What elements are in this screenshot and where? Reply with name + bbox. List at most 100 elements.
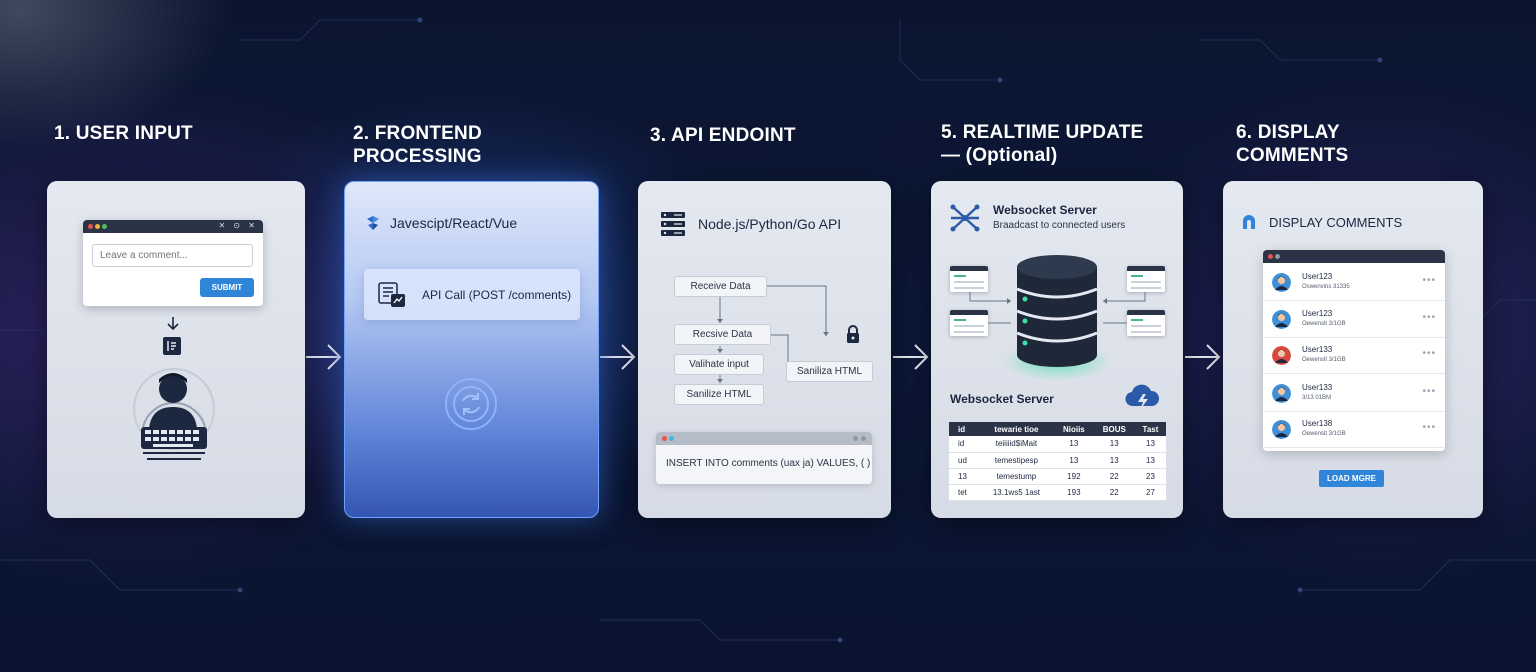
comments-titlebar — [1263, 250, 1445, 263]
framework-logo-icon — [367, 216, 379, 230]
api-header-label: Node.js/Python/Go API — [698, 216, 842, 232]
table-cell: 13 — [1134, 452, 1166, 469]
avatar — [1272, 273, 1291, 292]
step-title-display-comments: 6. DISPLAY COMMENTS — [1236, 122, 1349, 166]
minimize-dot-icon — [1275, 254, 1280, 259]
more-options-icon[interactable]: ••• — [1422, 422, 1436, 433]
table-cell: id — [949, 436, 979, 453]
sql-query-text: INSERT INTO comments (uax ja) VALUES, ( … — [666, 458, 871, 469]
avatar — [1272, 310, 1291, 329]
flow-step-validate-input: Valihate input — [674, 354, 764, 375]
table-header-row: id tewarie tioe Nioiis BOUS Tast — [949, 422, 1166, 436]
server-icon — [661, 212, 685, 236]
client-screen-icon — [1127, 266, 1165, 292]
comment-username: User123 — [1302, 309, 1333, 318]
display-header: DISPLAY COMMENTS — [1241, 214, 1402, 230]
api-endpoint-card: Node.js/Python/Go API Receive Data Recsi… — [638, 181, 891, 518]
more-options-icon[interactable]: ••• — [1422, 312, 1436, 323]
table-cell: 13 — [1134, 436, 1166, 453]
close-dot-icon — [1268, 254, 1273, 259]
comment-input[interactable] — [92, 244, 253, 267]
table-header-cell: id — [949, 422, 979, 436]
flow-arrow-icon — [1185, 344, 1221, 370]
document-icon — [163, 337, 181, 355]
display-header-label: DISPLAY COMMENTS — [1269, 214, 1403, 230]
table-header-cell: tewarie tioe — [978, 422, 1055, 436]
avatar — [1272, 346, 1291, 365]
more-options-icon[interactable]: ••• — [1422, 348, 1436, 359]
table-cell: 22 — [1093, 484, 1135, 501]
table-header-cell: BOUS — [1093, 422, 1135, 436]
table-row: ud temestipesp 13 13 13 — [949, 452, 1166, 469]
api-call-label: API Call (POST /comments) — [422, 287, 572, 302]
sync-icon — [445, 378, 497, 430]
client-screen-icon — [950, 266, 988, 292]
websocket-subtitle: Braadcast to connected users — [993, 220, 1126, 231]
option-dot-icon — [861, 436, 866, 441]
flow-arrow-icon — [306, 344, 342, 370]
step-title-frontend-processing: 2. FRONTEND PROCESSING — [353, 123, 482, 167]
close-dot-icon — [662, 436, 667, 441]
comment-meta: 3/13 01BM — [1302, 395, 1332, 401]
table-cell: 22 — [1093, 468, 1135, 485]
cloud-lightning-icon — [1125, 384, 1160, 410]
table-cell: temestipesp — [978, 452, 1055, 469]
submit-button[interactable]: SUBMIT — [200, 278, 254, 297]
list-item[interactable]: User133 3/13 01BM ••• — [1263, 376, 1445, 412]
client-screen-icon — [950, 310, 988, 336]
table-cell: 13 — [1054, 436, 1094, 453]
flow-arrow-icon — [600, 344, 636, 370]
table-cell: 23 — [1134, 468, 1166, 485]
comment-username: User123 — [1302, 272, 1333, 281]
load-more-button[interactable]: LOAD MGRE — [1319, 470, 1384, 487]
comment-meta: Oswenvins 31335 — [1302, 284, 1350, 290]
maximize-dot-icon — [102, 224, 107, 229]
client-screen-icon — [1127, 310, 1165, 336]
user-typing-icon — [133, 368, 215, 460]
table-row: tet 13.1ws5 1ast 193 22 27 — [949, 484, 1166, 501]
broadcast-connectors — [969, 292, 1146, 324]
comment-form-window: ✕ ⊙ ✕ SUBMIT — [83, 220, 263, 306]
more-options-icon[interactable]: ••• — [1422, 275, 1436, 286]
table-cell: 27 — [1134, 484, 1166, 501]
comment-meta: Oewenslt 3/1GB — [1302, 431, 1346, 437]
table-cell: 13.1ws5 1ast — [978, 484, 1055, 501]
comment-username: User133 — [1302, 383, 1333, 392]
table-cell: 13 — [1054, 452, 1094, 469]
table-cell: tet — [949, 484, 979, 501]
websocket-table: id tewarie tioe Nioiis BOUS Tast id teii… — [949, 422, 1166, 501]
api-header: Node.js/Python/Go API — [660, 211, 841, 237]
realtime-update-card: Websocket Server Braadcast to connected … — [931, 181, 1183, 518]
step-title-user-input: 1. USER INPUT — [54, 123, 193, 144]
table-cell: 13 — [949, 468, 979, 485]
table-cell: 192 — [1054, 468, 1094, 485]
more-options-icon[interactable]: ••• — [1422, 386, 1436, 397]
api-call-box: API Call (POST /comments) — [364, 269, 580, 320]
sql-query-box: INSERT INTO comments (uax ja) VALUES, ( … — [656, 432, 872, 484]
comment-username: User133 — [1302, 345, 1333, 354]
step-title-realtime-update: 5. REALTIME UPDATE — (Optional) — [941, 122, 1144, 166]
comment-username: User138 — [1302, 419, 1333, 428]
display-logo-icon — [1243, 215, 1255, 229]
flow-step-receive-data-2: Recsive Data — [674, 324, 771, 345]
minimize-dot-icon — [95, 224, 100, 229]
websocket-header: Websocket Server Braadcast to connected … — [949, 203, 1125, 233]
step-title-api-endpoint: 3. API ENDOINT — [650, 125, 796, 146]
network-hub-icon — [950, 204, 980, 232]
table-cell: temestump — [978, 468, 1055, 485]
option-dot-icon — [853, 436, 858, 441]
api-document-icon — [378, 281, 405, 307]
user-input-card: ✕ ⊙ ✕ SUBMIT — [47, 181, 305, 518]
framework-label: Javescipt/React/Vue — [390, 215, 518, 231]
frontend-processing-card: Javescipt/React/Vue API Call (POST /comm… — [344, 181, 599, 518]
window-controls: ✕ ⊙ ✕ — [218, 221, 258, 230]
websocket-section-label: Websocket Server — [950, 392, 1054, 406]
table-cell: 193 — [1054, 484, 1094, 501]
avatar — [1272, 420, 1291, 439]
flow-connectors — [717, 285, 829, 383]
